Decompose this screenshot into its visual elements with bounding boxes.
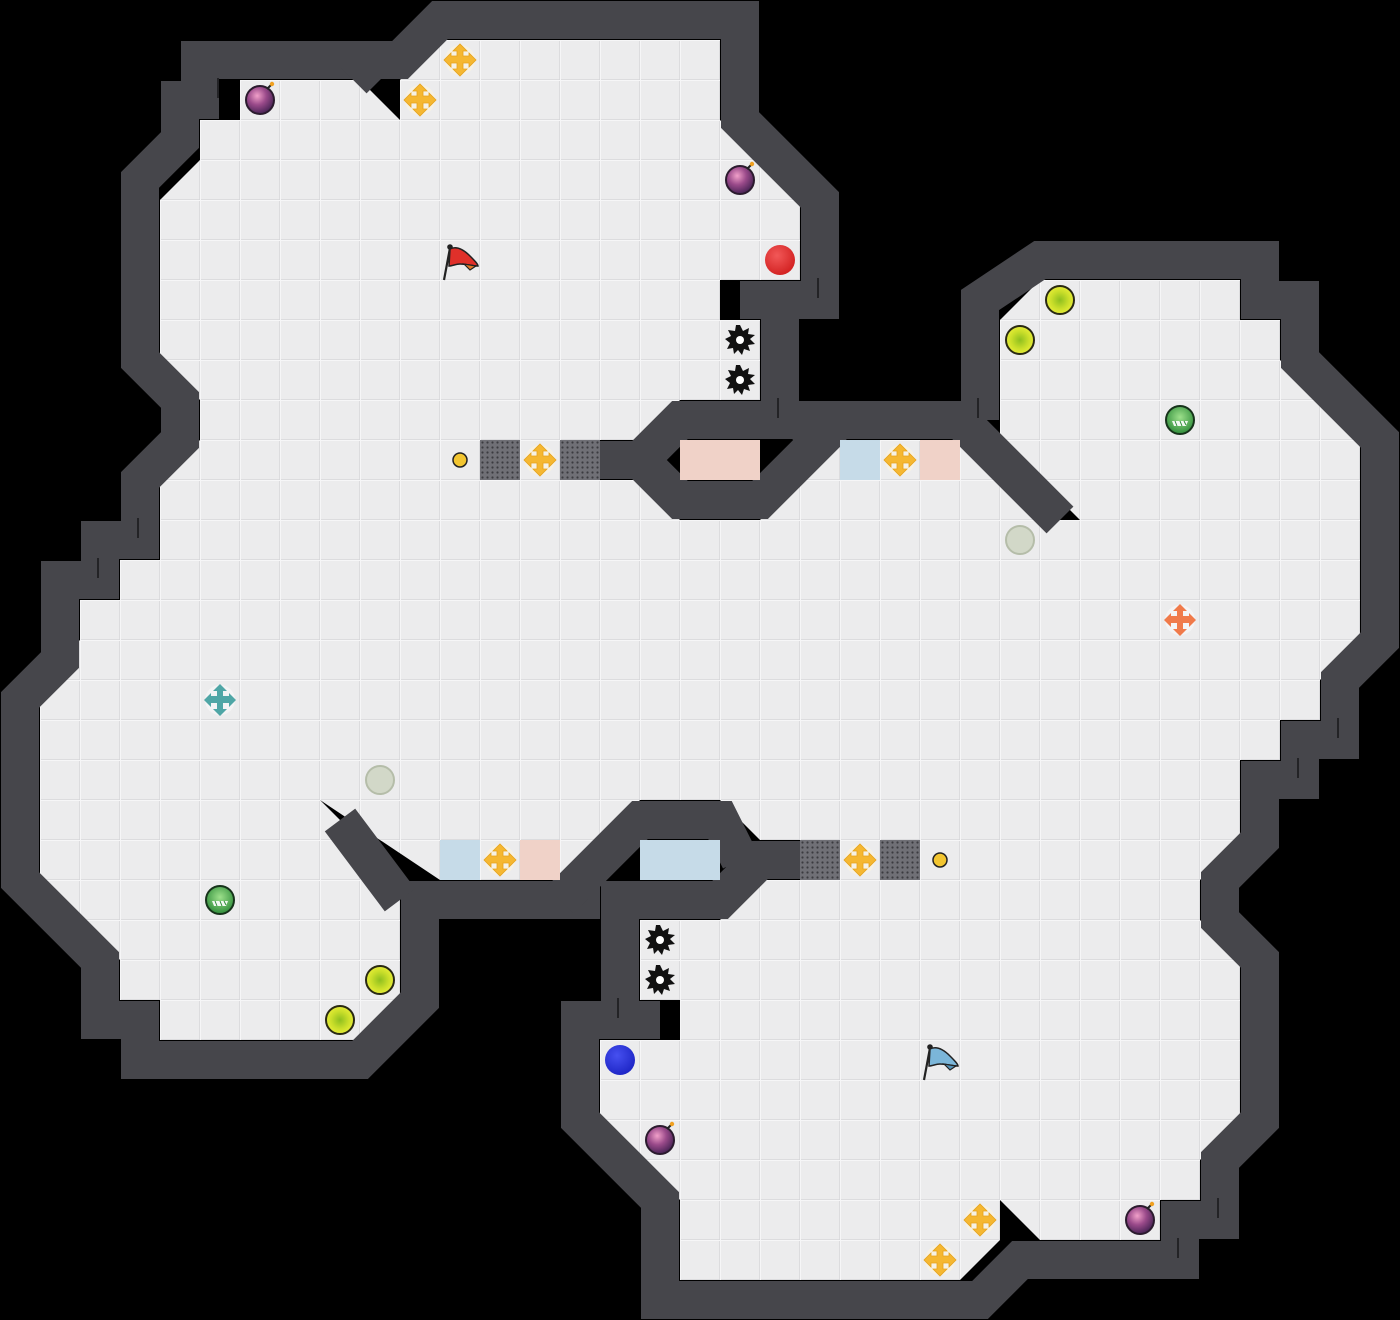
red-team-tile [920, 440, 960, 480]
gate [560, 440, 600, 480]
blue-team-tile [640, 840, 680, 880]
powerup-icon [325, 1005, 355, 1035]
arena-floor [40, 40, 1360, 1280]
blue-ball-icon [605, 1045, 635, 1075]
red-team-tile [520, 840, 560, 880]
central-wall-lower [324, 801, 800, 1020]
red-ball-icon [765, 245, 795, 275]
blue-team-tile [840, 440, 880, 480]
gates [440, 440, 960, 880]
powerup-icon [365, 965, 395, 995]
blue-team-tile [440, 840, 480, 880]
blue-flag-icon [922, 1044, 959, 1081]
floor-layer [40, 40, 1360, 1280]
outer-wall-northwest [1, 41, 600, 1079]
gate [480, 440, 520, 480]
powerup-icon [1045, 285, 1075, 315]
wall-highlights [97, 78, 1339, 1258]
central-wall-upper [561, 241, 1399, 1319]
outer-wall-north [181, 1, 839, 319]
blue-team-tile [680, 840, 720, 880]
portal-icon [1005, 525, 1035, 555]
gate [880, 840, 920, 880]
jukejuice-icon [205, 885, 235, 915]
gate [800, 840, 840, 880]
red-team-tile [680, 440, 720, 480]
team-balls [605, 245, 795, 1075]
toggle-button-icon [932, 852, 948, 868]
powerup-icon [1005, 325, 1035, 355]
red-team-tile [720, 440, 760, 480]
red-flag-icon [442, 244, 479, 281]
portal-icon [365, 765, 395, 795]
toggle-button-icon [452, 452, 468, 468]
jukejuice-icon [1165, 405, 1195, 435]
